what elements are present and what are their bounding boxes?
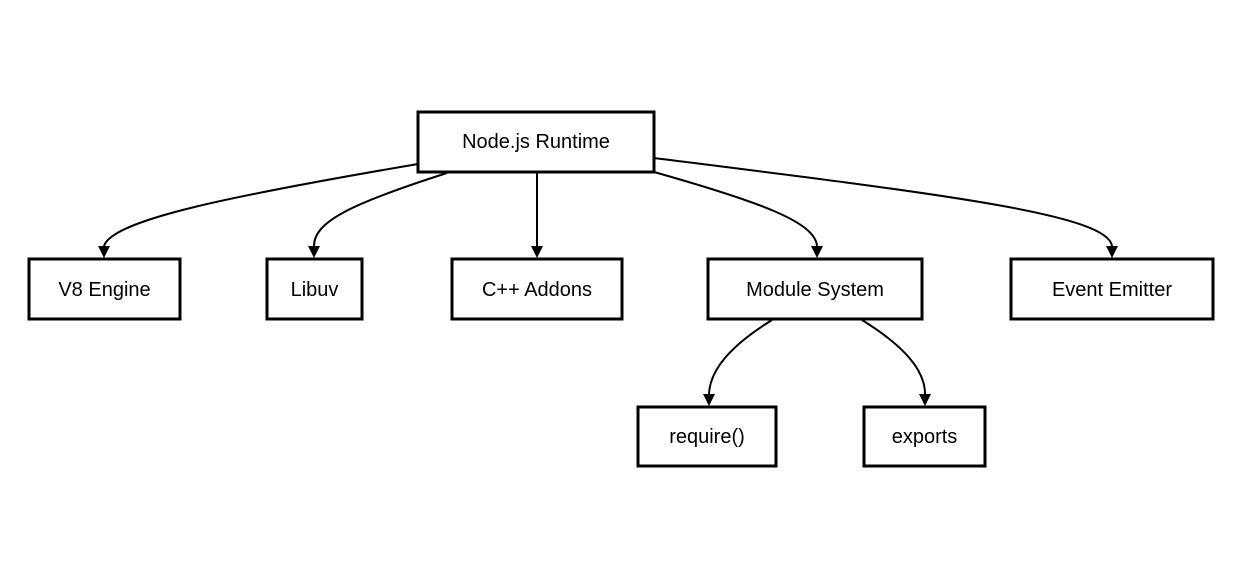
edge-runtime-events xyxy=(653,157,1113,247)
node-box xyxy=(1009,257,1215,321)
arrowhead-events xyxy=(1106,246,1118,258)
node-box xyxy=(862,405,987,468)
node-label: Event Emitter xyxy=(1052,279,1172,301)
node-label: Node.js Runtime xyxy=(462,131,610,153)
node-label: Module System xyxy=(746,279,884,301)
node-module-system: Module System xyxy=(706,257,924,321)
arrowhead-exports xyxy=(919,394,931,406)
edge-modules-exports xyxy=(861,319,926,395)
node-label: require() xyxy=(669,426,745,448)
node-label: C++ Addons xyxy=(482,279,592,301)
arrowhead-addons xyxy=(531,246,543,258)
node-box xyxy=(636,405,778,468)
node-box xyxy=(450,257,624,321)
node-event-emitter: Event Emitter xyxy=(1009,257,1215,321)
edge-runtime-libuv xyxy=(313,172,448,247)
node-box xyxy=(416,110,656,174)
arrowhead-modules xyxy=(811,246,823,258)
edge-runtime-modules xyxy=(653,171,818,247)
arrowhead-v8 xyxy=(98,246,110,258)
arrowhead-require xyxy=(703,394,715,406)
node-v8-engine: V8 Engine xyxy=(27,257,182,321)
edge-runtime-v8 xyxy=(103,163,419,247)
edge-modules-require xyxy=(708,319,773,395)
edges xyxy=(98,157,1118,406)
node-box xyxy=(706,257,924,321)
node-box xyxy=(27,257,182,321)
node-label: exports xyxy=(892,426,958,448)
node-exports: exports xyxy=(862,405,987,468)
node-label: Libuv xyxy=(291,279,339,301)
node-box xyxy=(265,257,364,321)
node-node-js-runtime: Node.js Runtime xyxy=(416,110,656,174)
node-cpp-addons: C++ Addons xyxy=(450,257,624,321)
arrowhead-libuv xyxy=(308,246,320,258)
node-label: V8 Engine xyxy=(58,279,150,301)
node-libuv: Libuv xyxy=(265,257,364,321)
node-require: require() xyxy=(636,405,778,468)
